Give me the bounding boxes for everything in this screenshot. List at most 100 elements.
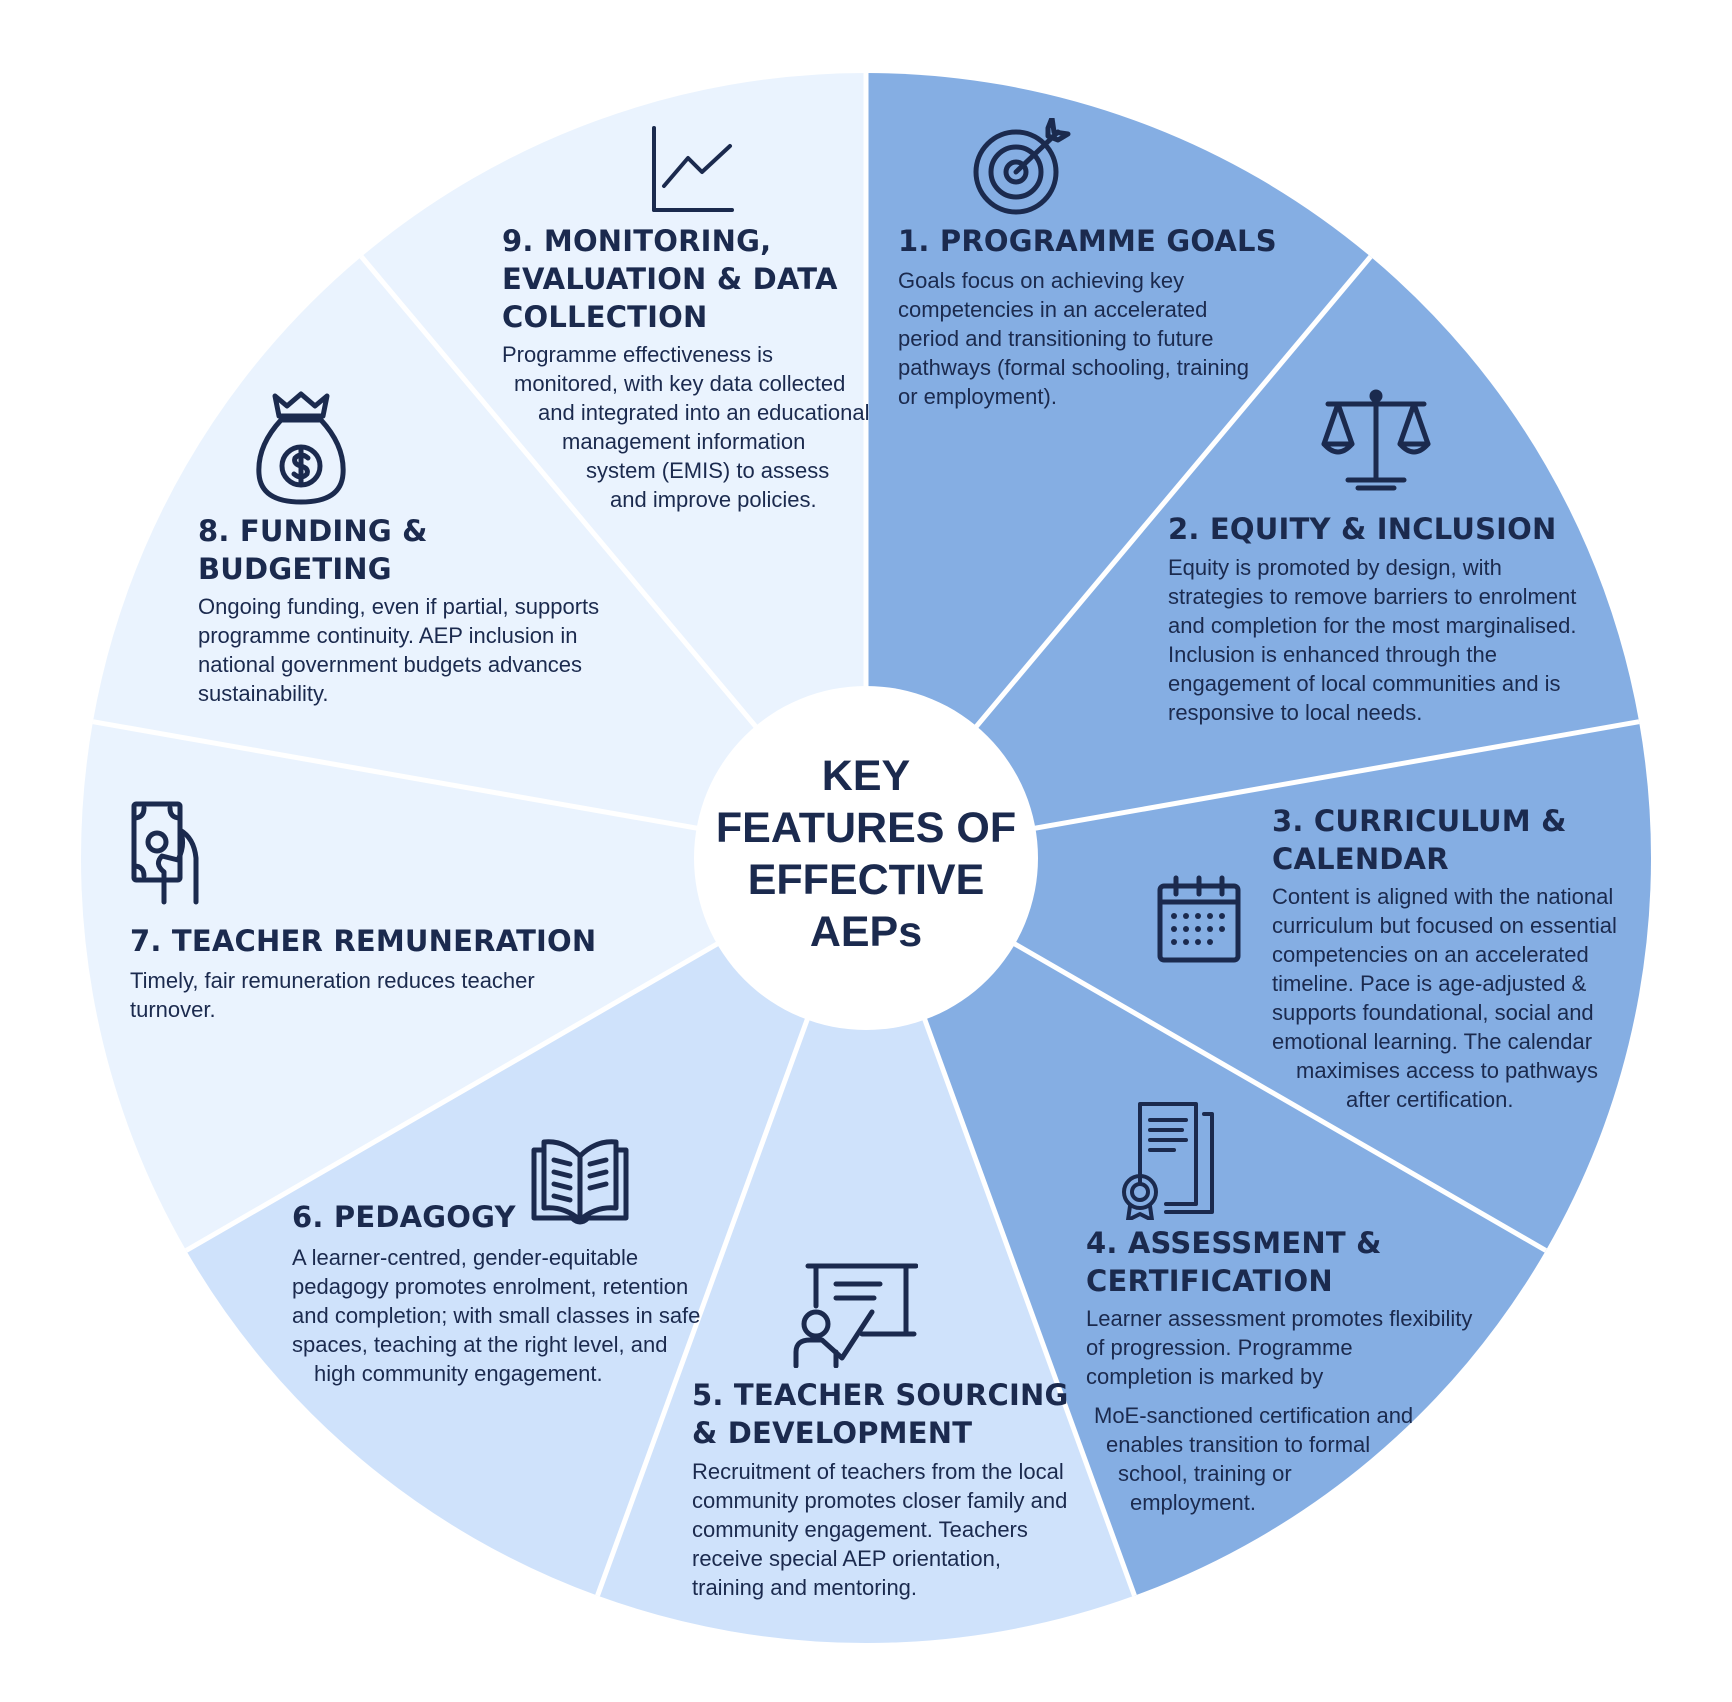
segment-6 xyxy=(186,858,867,1596)
teacher-board-icon xyxy=(792,1262,918,1368)
body-line: Recruitment of teachers from the local xyxy=(692,1459,1064,1484)
body-line: engagement of local communities and is xyxy=(1168,671,1561,696)
money-bag-icon xyxy=(255,390,347,506)
title-line: 9. MONITORING, xyxy=(502,224,772,258)
certificate-icon xyxy=(1118,1100,1218,1220)
center-hub xyxy=(694,686,1038,1030)
title-line: & DEVELOPMENT xyxy=(692,1416,973,1450)
body-line: Timely, fair remuneration reduces teache… xyxy=(130,968,535,993)
body-line: maximises access to pathways xyxy=(1296,1058,1598,1083)
segment-8-title: 8. FUNDING & BUDGETING xyxy=(198,512,428,588)
body-line: national government budgets advances xyxy=(198,652,583,677)
segment-6-title: 6. PEDAGOGY xyxy=(292,1198,516,1236)
body-line: monitored, with key data collected xyxy=(514,371,846,396)
body-line: employment. xyxy=(1130,1490,1256,1515)
body-line: Equity is promoted by design, with xyxy=(1168,555,1502,580)
segment-1 xyxy=(866,73,1371,858)
title-line: 2. EQUITY & INCLUSION xyxy=(1168,512,1557,546)
body-line: completion is marked by xyxy=(1086,1364,1324,1389)
title-line: 5. TEACHER SOURCING xyxy=(692,1378,1069,1412)
body-line: Programme effectiveness is xyxy=(502,342,774,367)
body-line: turnover. xyxy=(130,997,216,1022)
body-line: and improve policies. xyxy=(610,487,817,512)
body-line: after certification. xyxy=(1346,1087,1514,1112)
body-line: enables transition to formal xyxy=(1106,1432,1371,1457)
title-line: 6. PEDAGOGY xyxy=(292,1200,516,1234)
body-line: school, training or xyxy=(1118,1461,1292,1486)
body-line: or employment). xyxy=(898,384,1057,409)
body-line: receive special AEP orientation, xyxy=(692,1546,1001,1571)
body-line: and integrated into an educational xyxy=(538,400,870,425)
body-line: competencies on an accelerated xyxy=(1272,942,1589,967)
calendar-icon xyxy=(1156,874,1242,964)
body-line: system (EMIS) to assess xyxy=(586,458,830,483)
segment-3-title: 3. CURRICULUM & CALENDAR xyxy=(1272,802,1567,878)
segment-1-description: Goals focus on achieving key competencie… xyxy=(898,266,1249,411)
center-title-line: KEY xyxy=(821,752,911,800)
body-line: timeline. Pace is age-adjusted & xyxy=(1272,971,1587,996)
segment-5-title: 5. TEACHER SOURCING & DEVELOPMENT xyxy=(692,1376,1068,1452)
segment-2-description: Equity is promoted by design, with strat… xyxy=(1168,553,1576,727)
segment-4-title: 4. ASSESSMENT & CERTIFICATION xyxy=(1086,1224,1382,1300)
body-line: management information xyxy=(562,429,806,454)
body-line: Inclusion is enhanced through the xyxy=(1168,642,1498,667)
body-line: training and mentoring. xyxy=(692,1575,918,1600)
body-line: responsive to local needs. xyxy=(1168,700,1423,725)
segment-9-description: Programme effectiveness is monitored, wi… xyxy=(502,340,869,514)
title-line: 3. CURRICULUM & xyxy=(1272,804,1567,838)
center-title: KEY FEATURES OF EFFECTIVE AEPs xyxy=(686,750,1046,958)
segment-7 xyxy=(80,721,866,1251)
body-line: Content is aligned with the national xyxy=(1272,884,1614,909)
body-line: pedagogy promotes enrolment, retention xyxy=(292,1274,689,1299)
body-line: and completion; with small classes in sa… xyxy=(292,1303,701,1328)
body-line: high community engagement. xyxy=(314,1361,603,1386)
segment-7-description: Timely, fair remuneration reduces teache… xyxy=(130,966,535,1024)
segment-6-description: A learner-centred, gender-equitable peda… xyxy=(292,1243,700,1388)
body-line: A learner-centred, gender-equitable xyxy=(292,1245,639,1270)
scales-icon xyxy=(1318,388,1434,492)
segment-4-description: Learner assessment promotes flexibility … xyxy=(1086,1304,1472,1517)
segment-2 xyxy=(866,256,1640,858)
segment-3 xyxy=(866,721,1651,1251)
body-line: community engagement. Teachers xyxy=(692,1517,1028,1542)
center-title-line: FEATURES OF xyxy=(715,804,1017,852)
open-book-icon xyxy=(530,1134,630,1228)
body-line: and completion for the most marginalised… xyxy=(1168,613,1577,638)
body-line: curriculum but focused on essential xyxy=(1272,913,1617,938)
body-line: Learner assessment promotes flexibility xyxy=(1086,1306,1473,1331)
segment-5 xyxy=(597,858,1135,1643)
segment-9 xyxy=(361,73,866,858)
title-line: BUDGETING xyxy=(198,552,392,586)
center-title-line: AEPs xyxy=(809,908,923,956)
body-line: pathways (formal schooling, training xyxy=(898,355,1249,380)
body-line: emotional learning. The calendar xyxy=(1272,1029,1593,1054)
title-line: CALENDAR xyxy=(1272,842,1449,876)
body-line: programme continuity. AEP inclusion in xyxy=(198,623,578,648)
body-line: strategies to remove barriers to enrolme… xyxy=(1168,584,1577,609)
body-line: period and transitioning to future xyxy=(898,326,1214,351)
body-line: Goals focus on achieving key xyxy=(898,268,1185,293)
segment-9-title: 9. MONITORING, EVALUATION & DATA COLLECT… xyxy=(502,222,838,336)
segment-2-title: 2. EQUITY & INCLUSION xyxy=(1168,510,1557,548)
body-line: Ongoing funding, even if partial, suppor… xyxy=(198,594,600,619)
title-line: 8. FUNDING & xyxy=(198,514,428,548)
title-line: 1. PROGRAMME GOALS xyxy=(898,224,1277,258)
segment-1-title: 1. PROGRAMME GOALS xyxy=(898,222,1277,260)
segment-4 xyxy=(866,858,1546,1596)
body-line: spaces, teaching at the right level, and xyxy=(292,1332,668,1357)
segment-3-description: Content is aligned with the national cur… xyxy=(1272,882,1617,1114)
body-line: supports foundational, social and xyxy=(1272,1000,1594,1025)
title-line: EVALUATION & DATA xyxy=(502,262,838,296)
body-line: community promotes closer family and xyxy=(692,1488,1068,1513)
title-line: COLLECTION xyxy=(502,300,708,334)
cash-hand-icon xyxy=(130,800,210,906)
body-line: sustainability. xyxy=(198,681,329,706)
title-line: 4. ASSESSMENT & xyxy=(1086,1226,1382,1260)
body-line: of progression. Programme xyxy=(1086,1335,1353,1360)
center-title-line: EFFECTIVE xyxy=(747,856,985,904)
body-line: competencies in an accelerated xyxy=(898,297,1208,322)
target-icon xyxy=(968,118,1073,216)
segment-8-description: Ongoing funding, even if partial, suppor… xyxy=(198,592,599,708)
title-line: CERTIFICATION xyxy=(1086,1264,1333,1298)
